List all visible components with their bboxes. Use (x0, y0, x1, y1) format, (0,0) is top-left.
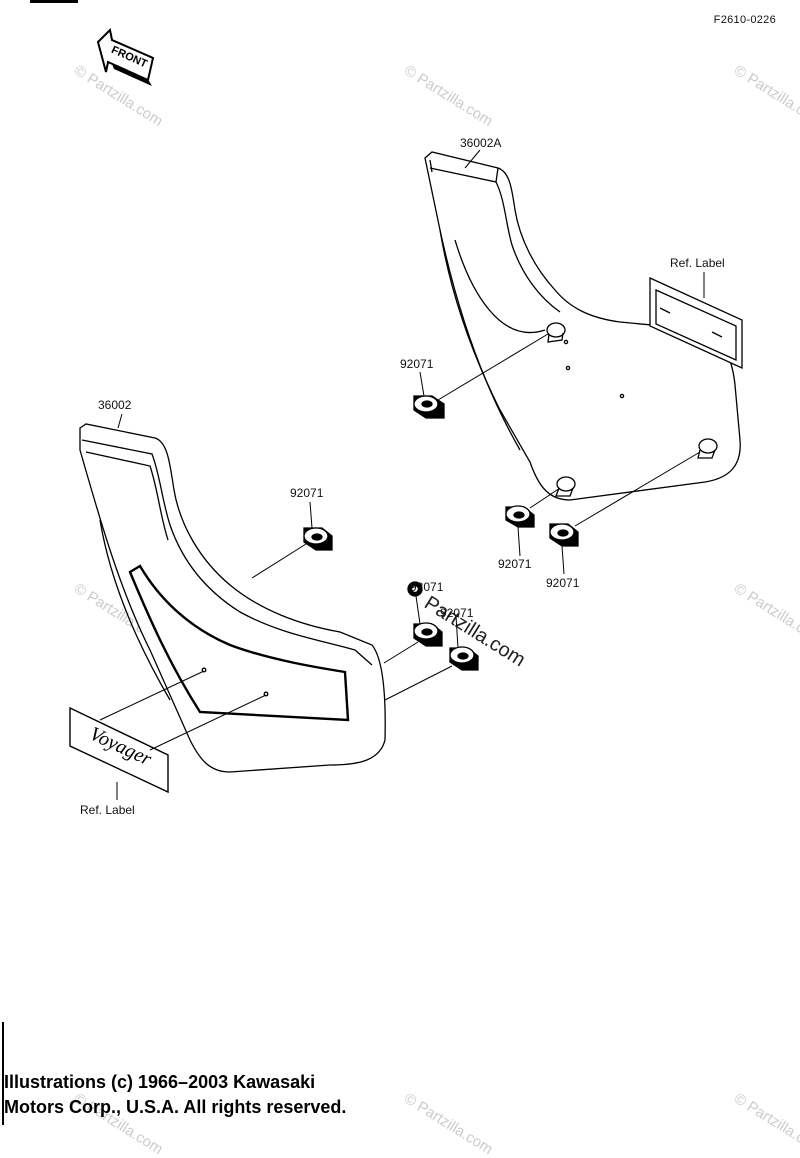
callout-ref-label-right: Ref. Label (670, 256, 725, 270)
callout-92071: 92071 (440, 606, 474, 620)
figure-code: F2610-0226 (713, 14, 776, 26)
corner-bar (30, 0, 78, 3)
parts-illustration: FRONT (2, 0, 743, 1125)
front-arrow-icon: FRONT (96, 27, 155, 86)
callout-92071: 92071 (290, 486, 324, 500)
grommet (549, 523, 579, 547)
callout-92071: 92071 (546, 576, 580, 590)
copyright-notice: Illustrations (c) 1966–2003 Kawasaki Mot… (4, 1070, 346, 1120)
grommet (413, 622, 443, 647)
callout-36002: 36002 (98, 398, 132, 412)
side-cover-left (79, 423, 386, 773)
grommet-small (407, 581, 423, 597)
ref-label-plate-right (649, 276, 743, 370)
grommet (303, 527, 333, 551)
copyright-line-1: Illustrations (c) 1966–2003 Kawasaki (4, 1072, 316, 1092)
callout-ref-label-left: Ref. Label (80, 803, 135, 817)
callout-92071: 92071 (410, 580, 444, 594)
grommet (505, 505, 535, 528)
callout-36002a: 36002A (460, 136, 502, 150)
grommet (449, 646, 479, 671)
callout-92071: 92071 (400, 357, 434, 371)
grommet (413, 395, 445, 419)
voyager-emblem: Voyager (69, 706, 169, 794)
leader-lines (99, 149, 705, 800)
callout-92071: 92071 (498, 557, 532, 571)
side-cover-right (424, 151, 741, 501)
copyright-line-2: Motors Corp., U.S.A. All rights reserved… (4, 1097, 347, 1117)
